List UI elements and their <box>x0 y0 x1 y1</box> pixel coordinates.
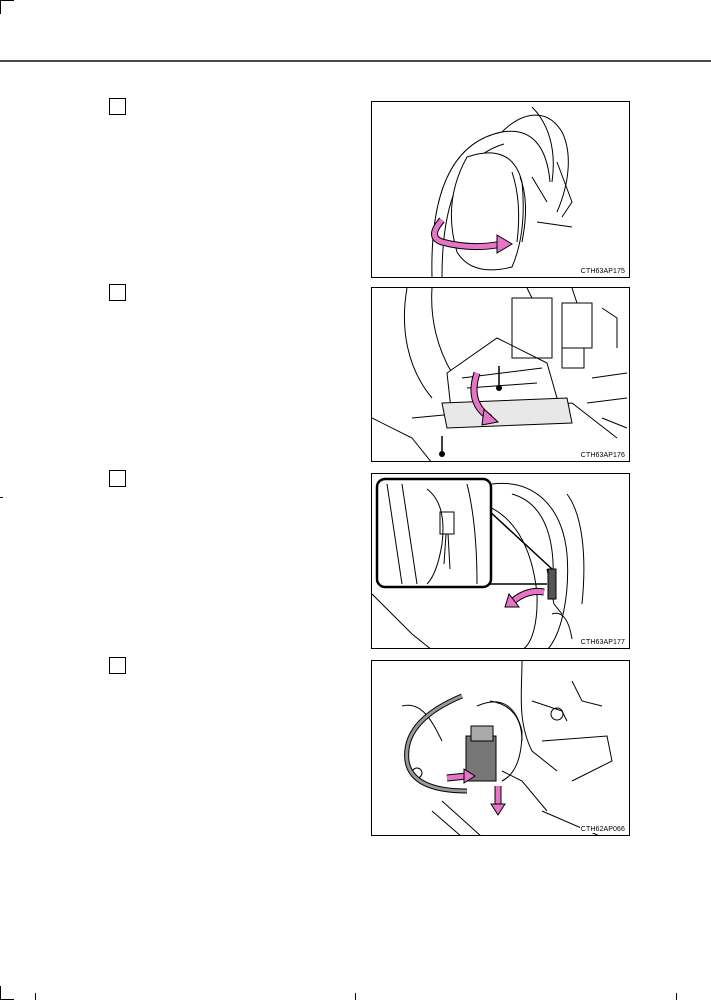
crop-mark <box>0 986 1 1000</box>
figure-code: CTH62AP066 <box>579 826 626 833</box>
remove-bulb-connector-illustration <box>372 477 585 648</box>
figure-code: CTH63AP177 <box>579 639 626 646</box>
crop-mark <box>35 993 36 1000</box>
crop-mark <box>0 0 1 14</box>
step-number-box <box>109 284 126 301</box>
turn-tire-illustration <box>431 106 573 277</box>
crop-mark <box>676 993 677 1000</box>
crop-mark <box>0 497 3 498</box>
step-illustration: CTH63AP175 <box>371 101 630 278</box>
step-illustration: CTH63AP176 <box>371 287 630 462</box>
disconnect-connector-illustration <box>401 661 613 835</box>
figure-code: CTH63AP176 <box>579 452 626 459</box>
step-number-box <box>109 470 126 487</box>
figure-code: CTH63AP175 <box>579 268 626 275</box>
step-illustration: CTH63AP177 <box>371 473 630 649</box>
header-rule <box>0 60 711 62</box>
fender-liner-screws-illustration <box>372 288 628 461</box>
crop-mark <box>355 993 356 1000</box>
crop-mark <box>0 0 14 1</box>
step-number-box <box>109 657 126 674</box>
step-illustration: CTH62AP066 <box>371 660 630 836</box>
step-number-box <box>109 98 126 115</box>
